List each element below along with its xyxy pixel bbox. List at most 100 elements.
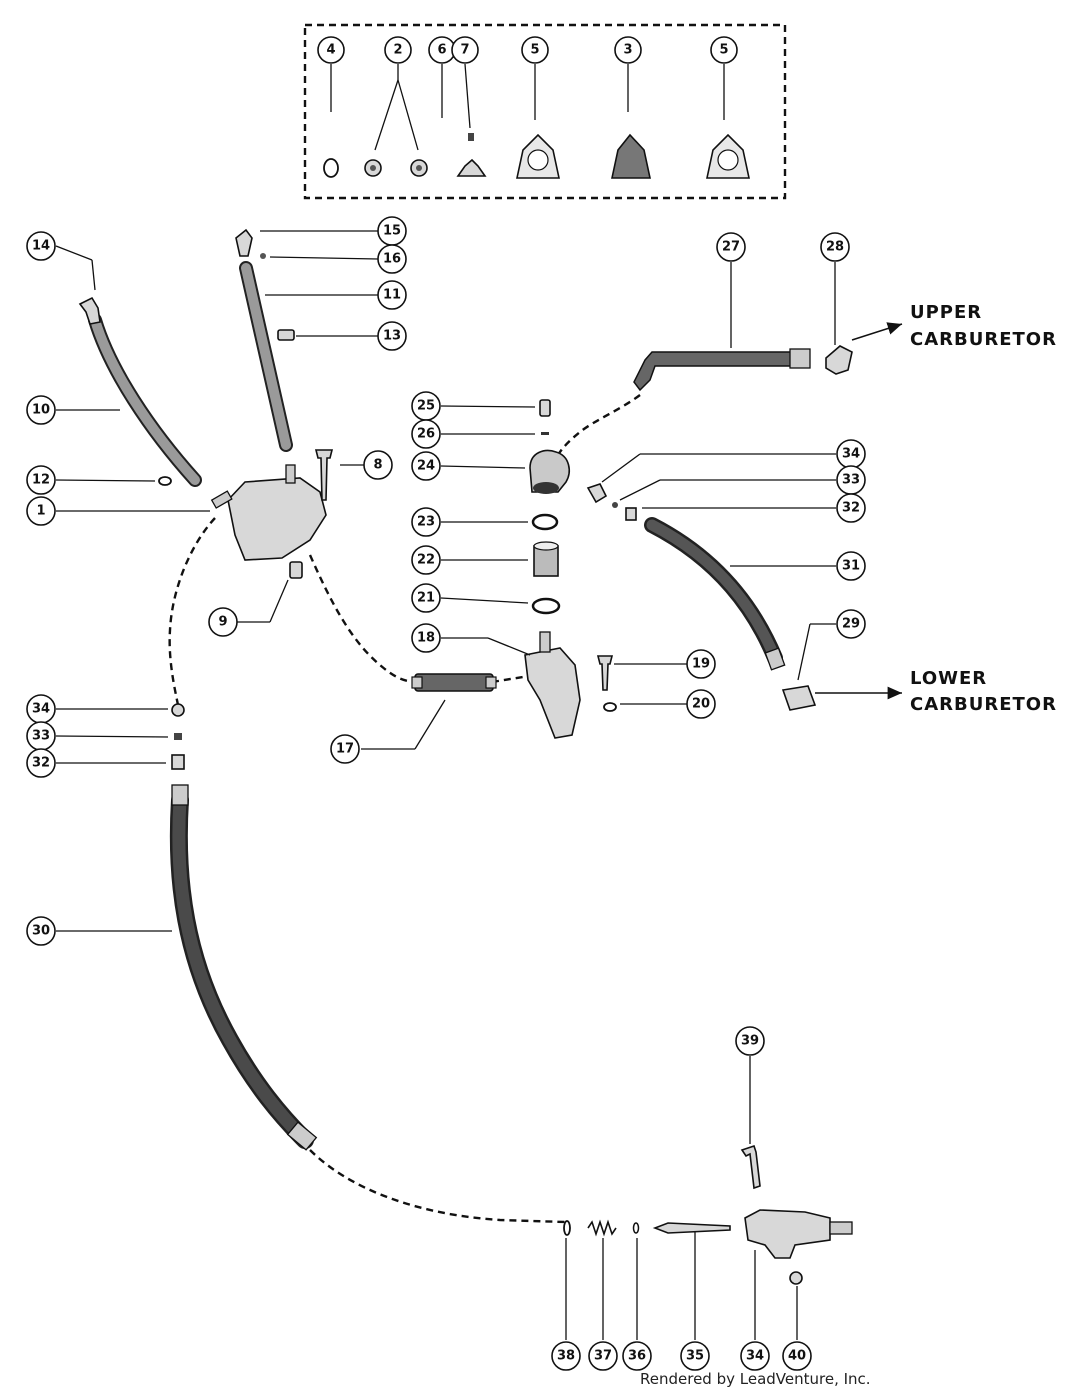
svg-text:9: 9 <box>218 615 227 630</box>
svg-text:28: 28 <box>826 240 844 255</box>
callout: 16 <box>377 244 407 274</box>
svg-text:34: 34 <box>842 447 860 462</box>
svg-text:26: 26 <box>417 427 435 442</box>
part-15-fitting <box>235 228 253 257</box>
part-33-washer-upper <box>612 502 618 508</box>
callout: 32 <box>836 493 866 523</box>
callout: 3 <box>614 36 642 64</box>
svg-text:27: 27 <box>722 240 740 255</box>
callout: 33 <box>26 721 56 751</box>
svg-text:5: 5 <box>530 43 539 58</box>
credit-text: Rendered by LeadVenture, Inc. <box>640 1370 871 1388</box>
part-37-ball <box>632 1222 640 1234</box>
part-2-valves <box>364 159 428 177</box>
part-34-fitting-lower <box>171 703 185 717</box>
callout: 1 <box>26 496 56 526</box>
callout: 25 <box>411 391 441 421</box>
svg-text:4: 4 <box>326 43 335 58</box>
callout: 26 <box>411 419 441 449</box>
callout: 15 <box>377 216 407 246</box>
svg-text:17: 17 <box>336 742 354 757</box>
part-6-7-diaphragm-screw <box>456 133 487 177</box>
svg-text:10: 10 <box>32 403 50 418</box>
svg-text:38: 38 <box>557 1349 575 1364</box>
svg-text:5: 5 <box>719 43 728 58</box>
part-20-washer <box>603 702 617 712</box>
svg-text:37: 37 <box>594 1349 612 1364</box>
part-19-screw <box>596 655 614 691</box>
part-24-filter-cover <box>529 449 570 493</box>
callout: 17 <box>330 734 360 764</box>
callout: 20 <box>686 689 716 719</box>
callout: 22 <box>411 545 441 575</box>
svg-text:30: 30 <box>32 924 50 939</box>
callout: 40 <box>782 1341 812 1371</box>
svg-text:15: 15 <box>383 224 401 239</box>
svg-text:32: 32 <box>842 501 860 516</box>
callout: 29 <box>836 609 866 639</box>
callout: 34 <box>740 1341 770 1371</box>
part-40-screw <box>740 1144 761 1190</box>
callout: 8 <box>363 450 393 480</box>
callout: 10 <box>26 395 56 425</box>
part-32-nut-lower <box>171 754 185 770</box>
callout: 32 <box>26 748 56 778</box>
svg-text:32: 32 <box>32 756 50 771</box>
svg-text:31: 31 <box>842 559 860 574</box>
svg-text:34: 34 <box>746 1349 764 1364</box>
part-29-fitting <box>781 685 817 711</box>
part-31-hose-end-top <box>171 784 189 806</box>
repair-kit-box <box>303 23 787 200</box>
callout: 23 <box>411 507 441 537</box>
upper-carburetor-label-line1: UPPER <box>910 302 982 323</box>
arrow-upper-carburetor <box>851 322 903 341</box>
svg-text:16: 16 <box>383 252 401 267</box>
part-9-fitting <box>289 561 303 579</box>
svg-text:1: 1 <box>36 504 45 519</box>
part-22-filter-element <box>533 545 559 577</box>
callout: 5 <box>710 36 738 64</box>
svg-text:11: 11 <box>383 288 401 303</box>
svg-text:29: 29 <box>842 617 860 632</box>
callout: 6 <box>428 36 456 64</box>
svg-text:14: 14 <box>32 239 50 254</box>
svg-text:12: 12 <box>32 473 50 488</box>
callout: 38 <box>551 1341 581 1371</box>
parts <box>78 228 853 1285</box>
part-36-pin <box>652 1222 731 1234</box>
svg-text:23: 23 <box>417 515 435 530</box>
part-26-washer <box>541 432 549 435</box>
callout: 24 <box>411 451 441 481</box>
svg-text:7: 7 <box>460 43 469 58</box>
lower-carburetor-label-line1: LOWER <box>910 668 987 689</box>
callout: 2 <box>384 36 412 64</box>
part-38-spring <box>587 1219 617 1237</box>
callout: 27 <box>716 232 746 262</box>
svg-text:36: 36 <box>628 1349 646 1364</box>
callout: 36 <box>622 1341 652 1371</box>
callout: 13 <box>377 321 407 351</box>
callout: 34 <box>836 439 866 469</box>
svg-text:35: 35 <box>686 1349 704 1364</box>
svg-text:6: 6 <box>437 43 446 58</box>
callout: 39 <box>735 1026 765 1056</box>
callout: 35 <box>680 1341 710 1371</box>
svg-text:3: 3 <box>623 43 632 58</box>
callout: 21 <box>411 583 441 613</box>
part-33-washer-lower <box>174 733 182 740</box>
part-32-nut-upper <box>625 507 637 521</box>
part-18-filter-body <box>524 647 581 739</box>
callout: 12 <box>26 465 56 495</box>
part-12-clamp <box>158 476 172 486</box>
svg-text:33: 33 <box>842 473 860 488</box>
lower-carburetor-label-line2: CARBURETOR <box>910 694 1057 715</box>
part-3-diaphragm <box>611 133 651 179</box>
part-34-fitting-upper <box>586 483 608 504</box>
part-35-valve-body <box>744 1209 831 1259</box>
part-39-seal <box>563 1220 571 1236</box>
part-8-screw <box>314 449 334 501</box>
svg-text:20: 20 <box>692 697 710 712</box>
part-16-clamp <box>260 253 266 259</box>
callout: 14 <box>26 231 56 261</box>
svg-text:2: 2 <box>393 43 402 58</box>
